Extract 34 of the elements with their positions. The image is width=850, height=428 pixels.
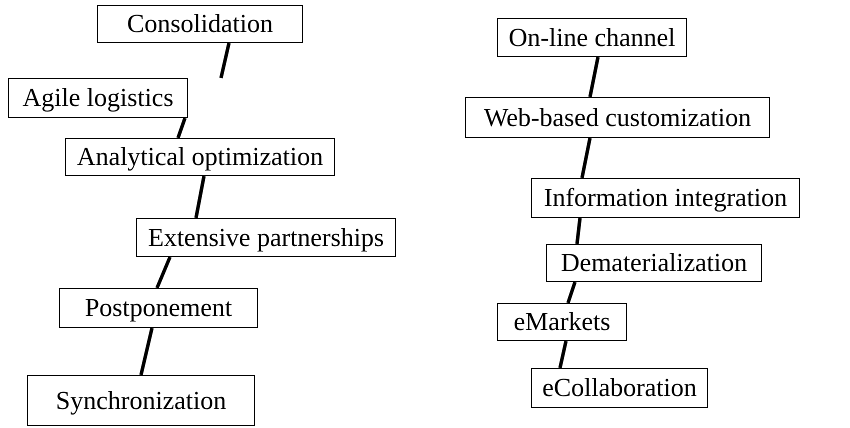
process-box (531, 178, 800, 218)
box-label: eMarkets (514, 307, 610, 337)
box-label: Web-based customization (484, 102, 752, 132)
box-label: Extensive partnerships (148, 222, 384, 252)
connector-line (194, 176, 206, 218)
box-label: eCollaboration (542, 373, 697, 403)
process-box (59, 288, 258, 328)
process-box (65, 138, 335, 176)
connector-line (176, 117, 187, 139)
box-label: Analytical optimization (76, 142, 324, 172)
process-box (497, 303, 627, 341)
process-box (27, 375, 255, 426)
box-label: Dematerialization (560, 248, 748, 278)
connector-line (575, 218, 582, 244)
process-box (8, 78, 188, 118)
connector-line (558, 340, 568, 368)
connector-line (155, 256, 172, 289)
box-label: Agile logistics (22, 83, 174, 113)
box-label: Information integration (544, 183, 788, 213)
box-label: Consolidation (127, 9, 273, 39)
process-box (97, 5, 303, 43)
connector-line (139, 328, 154, 376)
connector-line (588, 56, 600, 98)
process-box (497, 18, 687, 57)
box-label: On-line channel (508, 22, 676, 52)
connector-line (566, 281, 577, 304)
process-box (136, 218, 396, 257)
process-box (531, 368, 708, 408)
process-box (465, 97, 770, 138)
box-label: Synchronization (56, 386, 226, 416)
connector-line (580, 138, 592, 178)
process-box (546, 244, 762, 282)
box-label: Postponement (84, 293, 232, 323)
connector-line (219, 42, 231, 78)
